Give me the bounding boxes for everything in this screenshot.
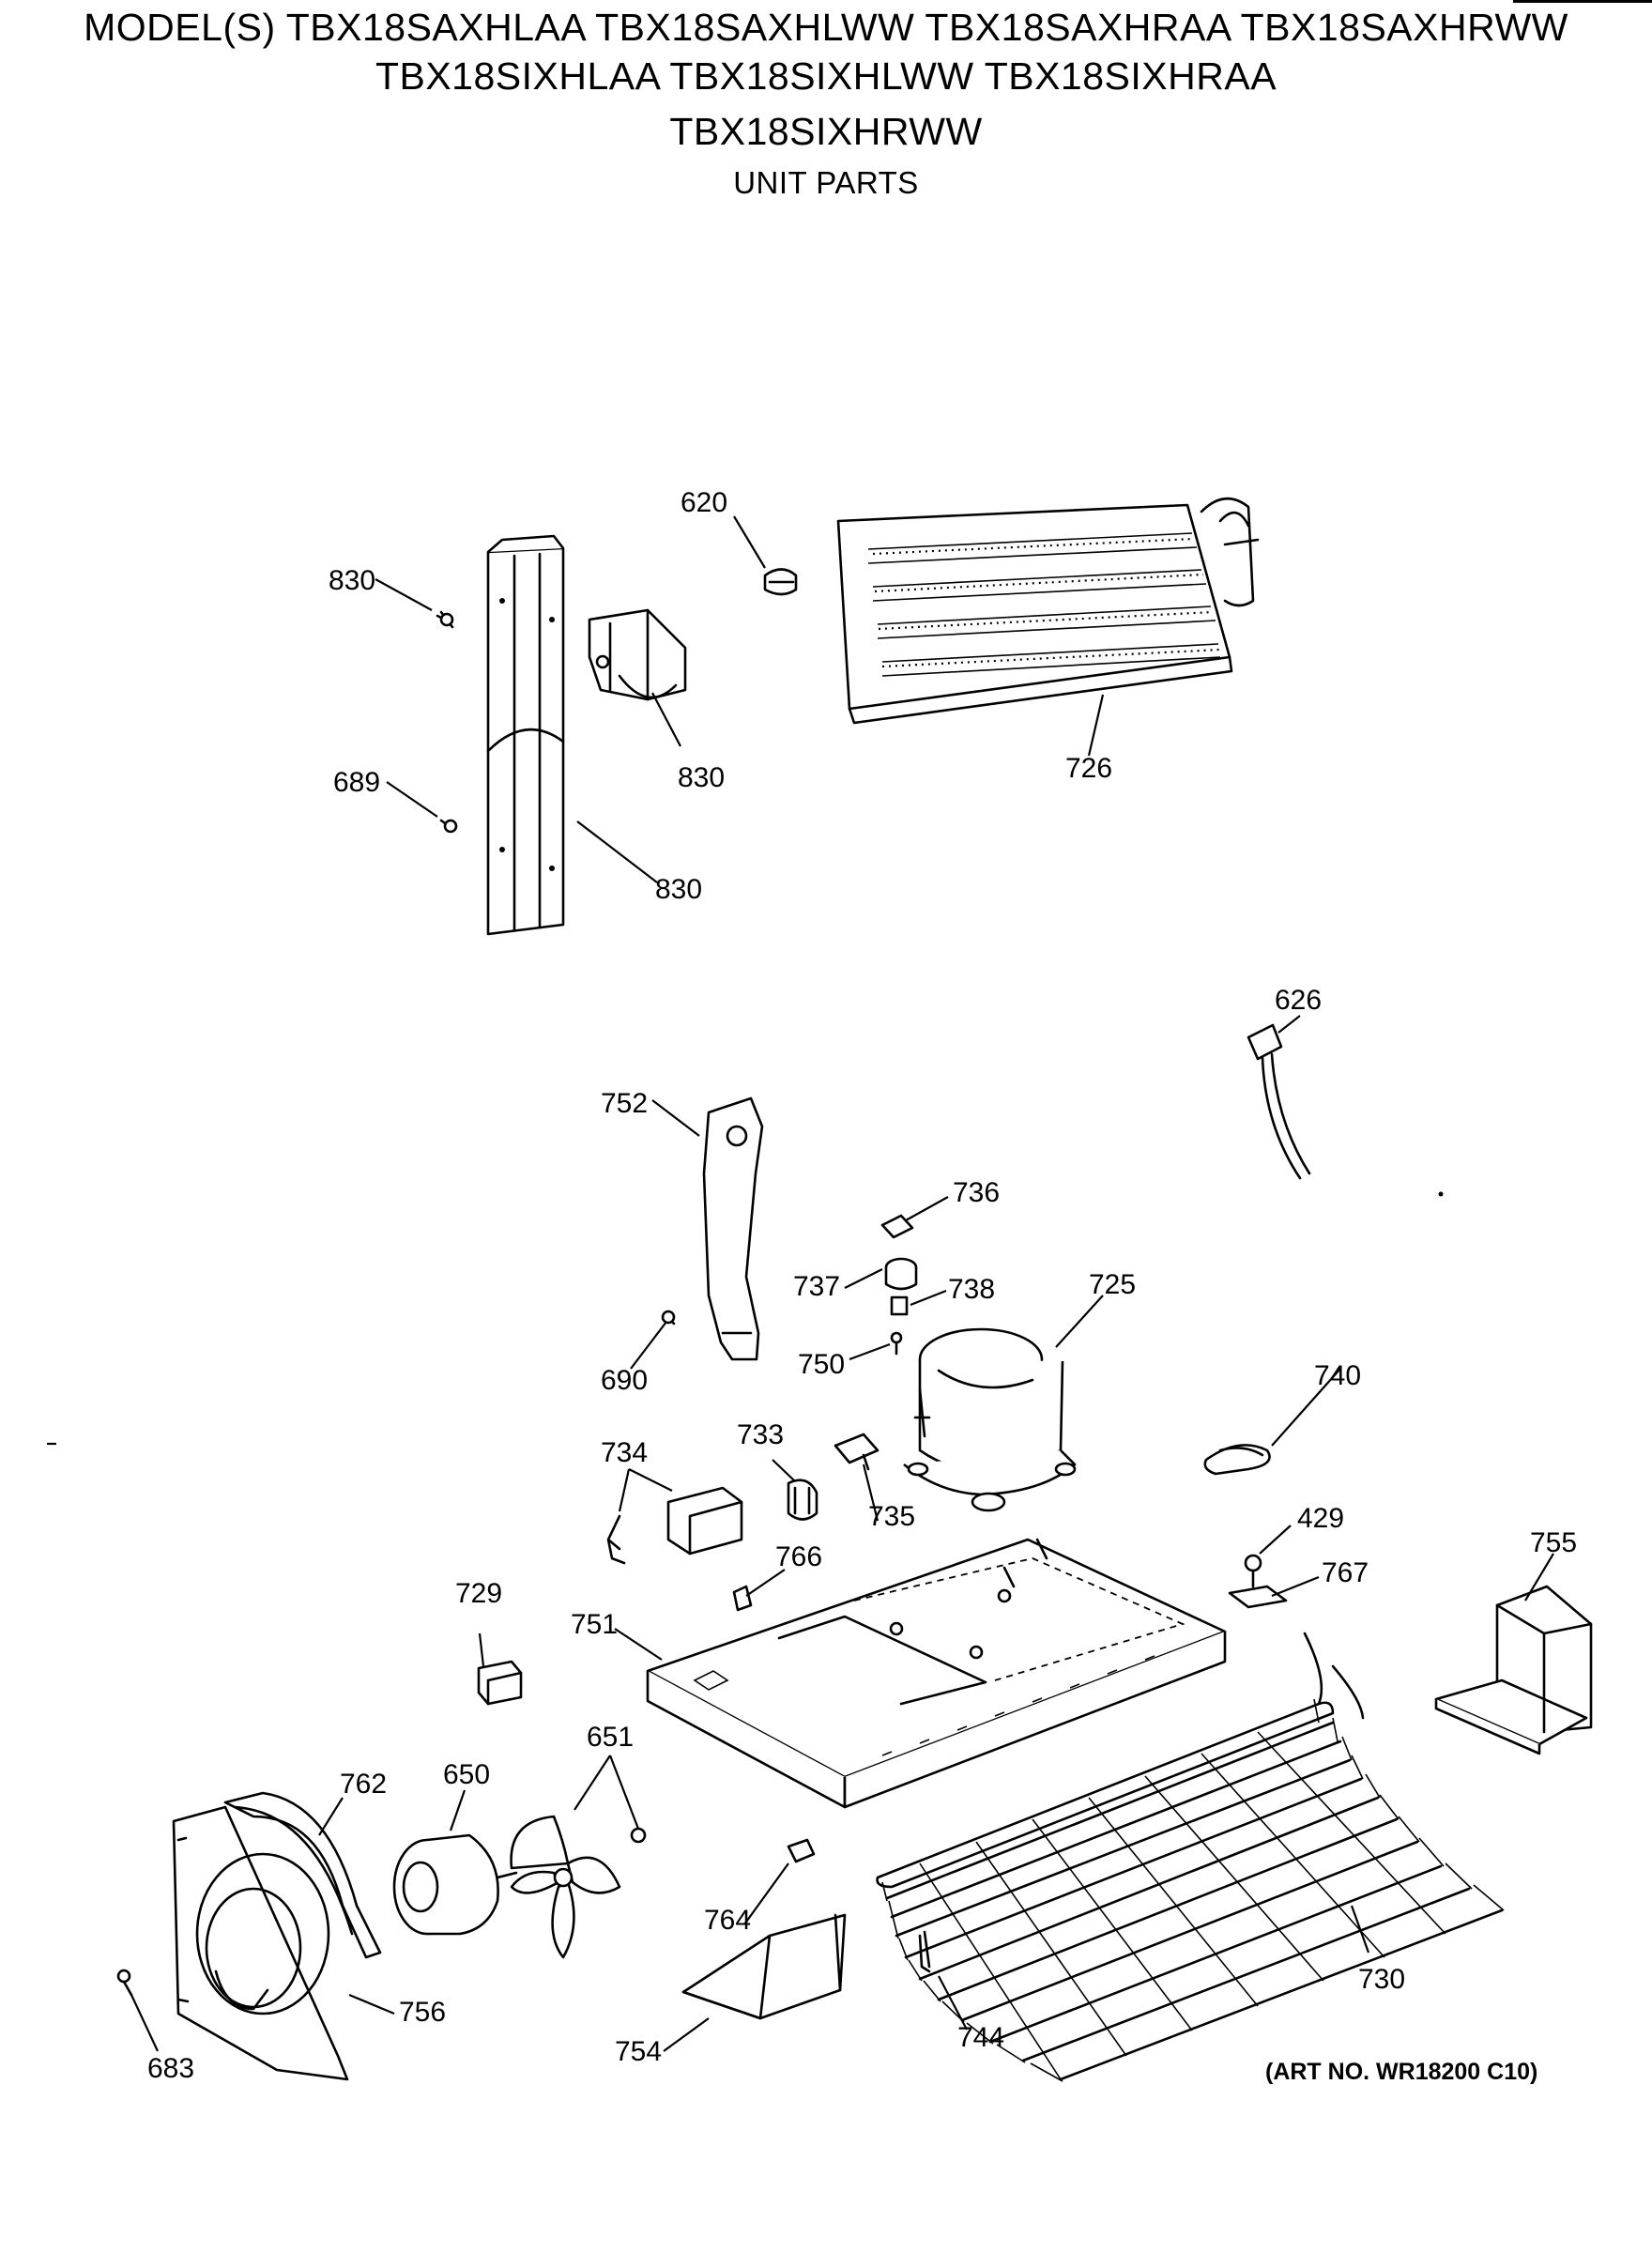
part-755-block[interactable]: [1434, 1585, 1593, 1755]
callout-690: 690: [601, 1365, 648, 1396]
part-626-cord[interactable]: [1247, 1023, 1311, 1180]
callout-733: 733: [737, 1419, 784, 1450]
part-690-screw[interactable]: [661, 1310, 676, 1326]
callout-429: 429: [1297, 1503, 1344, 1534]
callout-755: 755: [1530, 1527, 1577, 1558]
part-754-tray[interactable]: [681, 1913, 847, 2020]
model-list-line-3: TBX18SIXHRWW: [669, 110, 983, 153]
callout-751: 751: [571, 1609, 618, 1640]
model-list-line-1: MODEL(S) TBX18SAXHLAA TBX18SAXHLWW TBX18…: [84, 6, 1568, 49]
part-766-clip[interactable]: [732, 1585, 753, 1612]
part-725-compressor[interactable]: [903, 1327, 1077, 1512]
callout-651: 651: [587, 1722, 634, 1753]
part-683-screw[interactable]: [116, 1969, 133, 1997]
part-729-capacitor[interactable]: [477, 1660, 523, 1706]
part-689-screw[interactable]: [439, 819, 458, 834]
callout-734: 734: [601, 1437, 648, 1468]
callout-689: 689: [333, 767, 380, 798]
part-620-thermostat[interactable]: [763, 568, 798, 596]
callout-650: 650: [443, 1759, 490, 1790]
callout-626: 626: [1275, 985, 1322, 1016]
callout-830-bracket: 830: [678, 762, 725, 793]
callout-756: 756: [399, 1997, 446, 2028]
part-762-gasket[interactable]: [223, 1791, 382, 1959]
part-726-evaporator[interactable]: [836, 497, 1260, 725]
callout-740: 740: [1314, 1360, 1361, 1391]
part-830-screw-top[interactable]: [436, 610, 454, 629]
part-735-cover[interactable]: [834, 1433, 880, 1471]
stray-dot: [1438, 1191, 1444, 1197]
callout-750: 750: [798, 1349, 845, 1380]
part-730-condenser[interactable]: [876, 1632, 1505, 2082]
part-733-overload[interactable]: [787, 1479, 818, 1521]
callout-725: 725: [1089, 1269, 1136, 1300]
callout-767: 767: [1322, 1557, 1369, 1588]
part-429-screw[interactable]: [1244, 1554, 1262, 1588]
part-650-fan-motor[interactable]: [392, 1833, 518, 1936]
part-830-bracket[interactable]: [588, 608, 687, 701]
callout-726: 726: [1065, 753, 1112, 784]
callout-764: 764: [704, 1905, 751, 1936]
part-738-sleeve[interactable]: [890, 1295, 909, 1316]
callout-683: 683: [147, 2053, 194, 2084]
callout-620: 620: [681, 487, 727, 518]
callout-736: 736: [953, 1177, 1000, 1208]
callout-752: 752: [601, 1088, 648, 1119]
callout-735: 735: [868, 1501, 915, 1532]
model-list-line-2: TBX18SIXHLAA TBX18SIXHLWW TBX18SIXHRAA: [375, 54, 1277, 98]
callout-762: 762: [340, 1769, 387, 1800]
part-751-base-pan[interactable]: [646, 1538, 1227, 1809]
part-740-clip[interactable]: [1203, 1444, 1271, 1476]
part-651-fan-blade[interactable]: [510, 1815, 647, 1959]
part-830-channel[interactable]: [486, 534, 565, 936]
callout-830-channel: 830: [655, 874, 702, 905]
callout-830-screw: 830: [329, 565, 375, 596]
part-756-fan-shroud[interactable]: [172, 1805, 349, 2081]
section-subtitle: UNIT PARTS: [733, 165, 919, 200]
callout-737: 737: [793, 1271, 840, 1302]
callout-766: 766: [775, 1541, 822, 1572]
part-750-pin[interactable]: [890, 1331, 903, 1356]
top-rule: [1513, 0, 1652, 3]
callout-730: 730: [1358, 1964, 1405, 1995]
callout-729: 729: [455, 1578, 502, 1609]
part-752-bracket[interactable]: [702, 1096, 764, 1361]
part-737-grommet[interactable]: [884, 1257, 918, 1291]
part-767-bracket[interactable]: [1228, 1585, 1288, 1609]
callout-754: 754: [615, 2036, 662, 2067]
part-736-clip[interactable]: [880, 1214, 914, 1239]
callout-738: 738: [948, 1274, 995, 1305]
art-number: (ART NO. WR18200 C10): [1265, 2059, 1538, 2085]
part-764-clip[interactable]: [787, 1838, 816, 1863]
leader-lines: [130, 515, 1554, 2052]
part-734-relay[interactable]: [606, 1486, 743, 1565]
callout-744: 744: [957, 2022, 1004, 2053]
callout-labels: 830 620 689 830 830 726 626 752 736 737 …: [147, 487, 1577, 2084]
